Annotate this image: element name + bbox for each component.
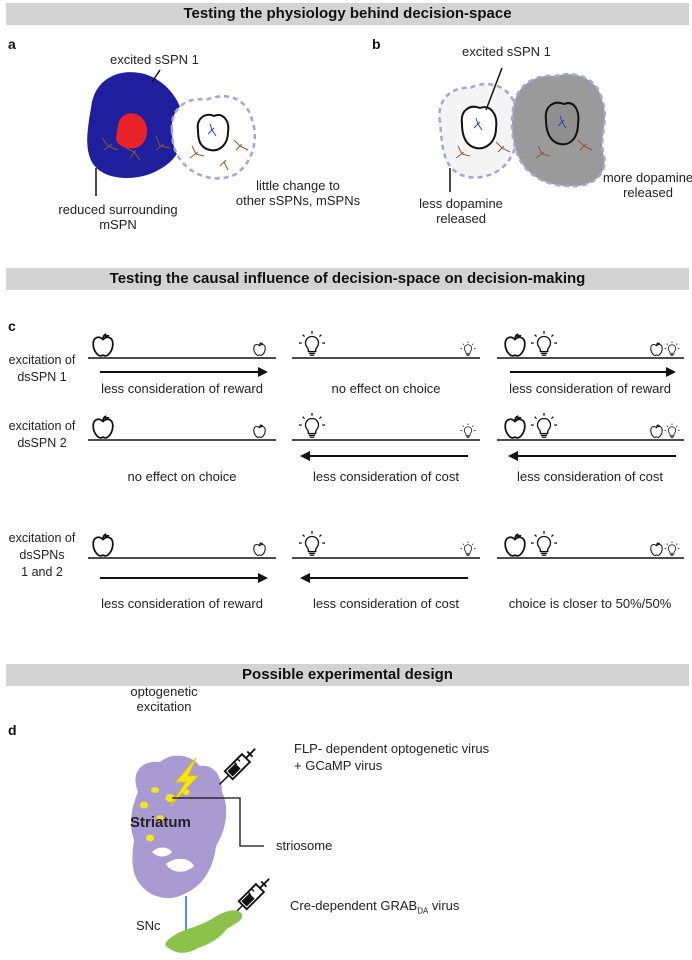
bulb-icon-small (664, 541, 680, 556)
label-little-change: little change to other sSPNs, mSPNs (228, 178, 368, 208)
row-label-2-line1: excitation of (8, 419, 76, 433)
bulb-icon-small (664, 423, 680, 438)
neurons-a-right (189, 139, 249, 171)
row-label-3-line3: 1 and 2 (21, 565, 63, 579)
row-1-graphics (88, 330, 684, 377)
apple-icon-small (253, 342, 266, 356)
neurons-a-inner (207, 123, 217, 137)
row-3-graphics (88, 530, 684, 583)
apple-icon-large (92, 415, 114, 439)
cell-r2c3: less consideration of cost (517, 469, 663, 484)
label-reduced-line2: mSPN (99, 217, 137, 232)
syringe-icon-bottom (228, 873, 275, 920)
label-striatum: Striatum (130, 814, 191, 831)
label-flp-line1: FLP- dependent optogenetic virus (294, 741, 490, 756)
apple-icon-small (253, 542, 266, 556)
neurons-a-left (101, 135, 171, 161)
label-excited-sspn-a: excited sSPN 1 (110, 52, 199, 67)
label-less-dopamine: less dopamine released (406, 196, 516, 226)
snc-shape (165, 910, 243, 953)
panel-letter-d: d (8, 722, 17, 738)
apple-icon-small (253, 424, 266, 438)
label-more-line2: released (623, 185, 673, 200)
row-label-2-line2: dsSPN 2 (17, 436, 67, 450)
white-mark-2 (166, 858, 194, 872)
row-label-1: excitation of dsSPN 1 (2, 352, 82, 386)
striosome-outline-b-right (544, 101, 580, 146)
cell-r1c1: less consideration of reward (101, 381, 263, 396)
label-opto-line2: excitation (136, 699, 192, 714)
apple-icon-large (92, 333, 114, 357)
label-flp-line2: + GCaMP virus (294, 758, 383, 773)
bulb-icon-large (530, 330, 558, 356)
row-label-2: excitation of dsSPN 2 (2, 418, 82, 452)
bulb-icon-small (460, 541, 476, 556)
label-little-line1: little change to (256, 178, 340, 193)
panel-letter-b: b (372, 36, 381, 52)
striosome-outline-a (196, 113, 230, 152)
label-snc: SNc (136, 918, 161, 933)
striosome-outline-b-left (460, 105, 498, 150)
label-striosome: striosome (276, 838, 333, 853)
row-label-1-line2: dsSPN 1 (17, 370, 67, 384)
apple-icon-small (650, 542, 663, 556)
label-little-line2: other sSPNs, mSPNs (235, 193, 361, 208)
cell-r3c1: less consideration of reward (101, 596, 263, 611)
label-flp-virus: FLP- dependent optogenetic virus + GCaMP… (294, 740, 489, 774)
white-mark-1 (152, 847, 172, 857)
apple-icon-large (504, 533, 526, 557)
bulb-icon-large (298, 530, 326, 556)
cell-r2c2: less consideration of cost (313, 469, 459, 484)
lightning-bolt-icon (169, 757, 200, 807)
excited-striosome-spot (116, 113, 148, 149)
bulb-icon-large (530, 412, 558, 438)
label-less-line1: less dopamine (419, 196, 503, 211)
cell-r2c1: no effect on choice (127, 469, 237, 484)
row-label-3-line2: dsSPNs (19, 548, 65, 562)
apple-icon-small (650, 424, 663, 438)
label-opto-line1: optogenetic (130, 684, 198, 699)
cell-r3c2: less consideration of cost (313, 596, 459, 611)
section-banner-physiology: Testing the physiology behind decision-s… (6, 3, 689, 25)
neurons-b-outer (455, 139, 593, 159)
apple-icon-large (92, 533, 114, 557)
label-excited-sspn-b: excited sSPN 1 (462, 44, 551, 59)
cell-r1c2: no effect on choice (331, 381, 441, 396)
apple-icon-large (504, 333, 526, 357)
cell-r1c3: less consideration of reward (509, 381, 671, 396)
cell-r3c3: choice is closer to 50%/50% (508, 596, 672, 611)
neurons-b-inner (473, 115, 567, 131)
row-2-graphics (88, 412, 684, 461)
label-more-line1: more dopamine (602, 170, 692, 185)
panel-letter-c: c (8, 318, 16, 334)
label-less-line2: released (436, 211, 486, 226)
apple-icon-small (650, 342, 663, 356)
label-more-dopamine: more dopamine released (598, 170, 692, 200)
label-cre-subscript: DA (417, 906, 429, 916)
apple-icon-large (504, 415, 526, 439)
label-optogenetic-excitation: optogenetic excitation (94, 684, 234, 714)
projection-arrowhead (181, 937, 191, 946)
bulb-icon-large (298, 330, 326, 356)
bulb-icon-small (460, 423, 476, 438)
bulb-icon-large (530, 530, 558, 556)
panels-ab-illustration (87, 67, 607, 196)
bulb-icon-small (460, 341, 476, 356)
bulb-icon-small (664, 341, 680, 356)
row-label-3: excitation of dsSPNs 1 and 2 (2, 530, 82, 581)
label-reduced-line1: reduced surrounding (58, 202, 178, 217)
label-cre-suffix: virus (428, 898, 460, 913)
label-reduced-surrounding: reduced surrounding mSPN (38, 202, 198, 232)
row-label-1-line1: excitation of (8, 353, 76, 367)
section-banner-causal: Testing the causal influence of decision… (6, 268, 689, 290)
row-label-3-line1: excitation of (8, 531, 76, 545)
label-cre-virus: Cre-dependent GRABDA virus (290, 898, 459, 916)
bulb-icon-large (298, 412, 326, 438)
label-cre-prefix: Cre-dependent GRAB (290, 898, 418, 913)
syringe-icon-top (214, 743, 261, 790)
panel-letter-a: a (8, 36, 16, 52)
section-banner-design: Possible experimental design (6, 664, 689, 686)
